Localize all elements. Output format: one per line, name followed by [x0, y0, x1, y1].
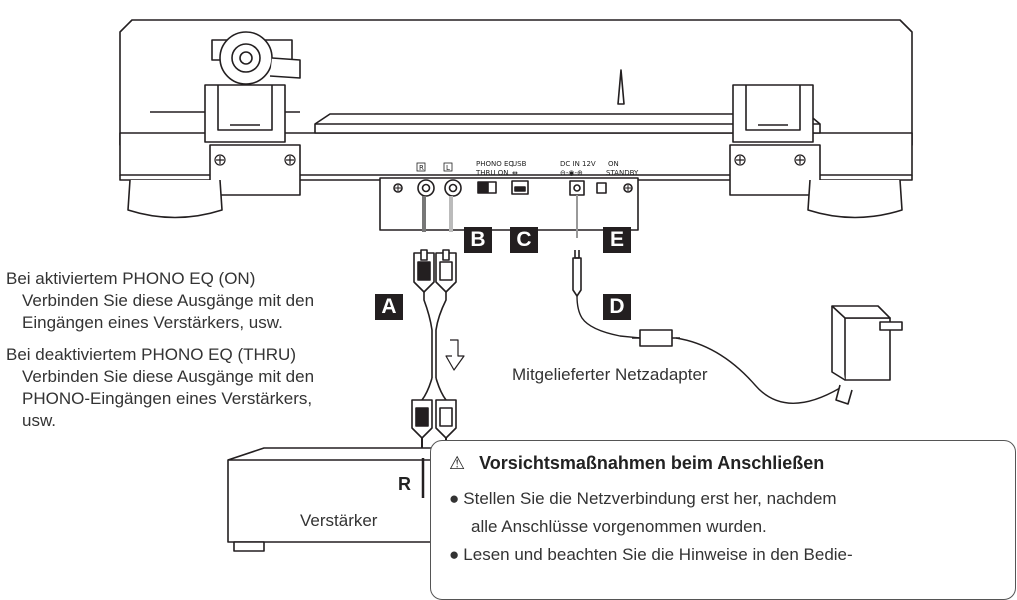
panel-label-l: L — [446, 164, 450, 172]
phono-eq-thru-line2: PHONO-Eingängen eines Verstärkers, — [22, 389, 313, 408]
ferrite-core — [639, 329, 673, 347]
connection-diagram: R L PHONO EQ THRU ON USB ⇹ DC IN 12V ⊖-◉… — [119, 19, 913, 552]
panel-label-on: ON — [608, 160, 619, 168]
hinge-right — [732, 84, 814, 143]
callout-e: E — [603, 227, 631, 253]
caution-bullet-2-line1: Lesen und beachten Sie die Hinweise in d… — [463, 545, 853, 564]
callout-c: C — [510, 227, 538, 253]
caution-bullet-2: ●Lesen und beachten Sie die Hinweise in … — [449, 541, 853, 569]
amplifier-label: Verstärker — [300, 511, 378, 530]
spindle — [617, 69, 625, 105]
phono-eq-thru-line1: Verbinden Sie diese Ausgänge mit den — [22, 367, 315, 386]
callout-d: D — [603, 294, 631, 320]
bullet-icon: ● — [449, 545, 460, 564]
panel-label-usb: USB — [512, 160, 527, 168]
phono-eq-thru-heading: Bei deaktiviertem PHONO EQ (THRU) — [6, 345, 296, 364]
panel-label-thru-on: THRU ON — [475, 169, 509, 177]
callout-b: B — [464, 227, 492, 253]
callout-a: A — [375, 294, 403, 320]
screws — [214, 154, 806, 166]
phono-eq-thru-line3: usw. — [22, 411, 57, 430]
phono-eq-on-heading: Bei aktiviertem PHONO EQ (ON) — [6, 269, 256, 288]
dc-plug — [572, 257, 582, 297]
panel-label-dc-in: DC IN 12V — [560, 160, 596, 168]
panel-label-standby: STANDBY — [606, 169, 639, 177]
foot-left — [127, 179, 223, 219]
power-switch — [596, 182, 607, 194]
direction-arrow — [445, 339, 465, 371]
hinge-left — [204, 84, 286, 143]
caution-title: ⚠ Vorsichtsmaßnahmen beim Anschließen — [449, 453, 824, 474]
caution-bullet-1-line2: alle Anschlüsse vorgenommen wurden. — [471, 517, 767, 536]
panel-label-phono-eq: PHONO EQ — [476, 160, 514, 168]
caution-bullet-1-line1: Stellen Sie die Netzverbindung erst her,… — [463, 489, 837, 508]
bullet-icon: ● — [449, 489, 460, 508]
caution-box: ⚠Vorsichtsmaßnahmen beim Anschließen ●St… — [430, 440, 1016, 600]
caution-bullet-1: ●Stellen Sie die Netzverbindung erst her… — [449, 485, 837, 541]
usb-symbol-icon: ⇹ — [512, 169, 518, 177]
amplifier-label-r: R — [398, 474, 411, 494]
rca-plugs-top — [413, 249, 457, 293]
ac-adapter — [831, 305, 903, 405]
phono-eq-on-line2: Eingängen eines Verstärkers, usw. — [22, 313, 283, 332]
foot-right — [807, 179, 903, 219]
caution-title-text: Vorsichtsmaßnahmen beim Anschließen — [479, 453, 825, 473]
phono-eq-on-line1: Verbinden Sie diese Ausgänge mit den — [22, 291, 315, 310]
adapter-label: Mitgelieferter Netzadapter — [512, 365, 708, 384]
panel-label-r: R — [419, 164, 424, 172]
rca-plugs-bottom — [411, 399, 457, 439]
polarity-symbol-icon: ⊖-◉-⊕ — [560, 169, 583, 177]
warning-triangle-icon: ⚠ — [449, 453, 466, 473]
